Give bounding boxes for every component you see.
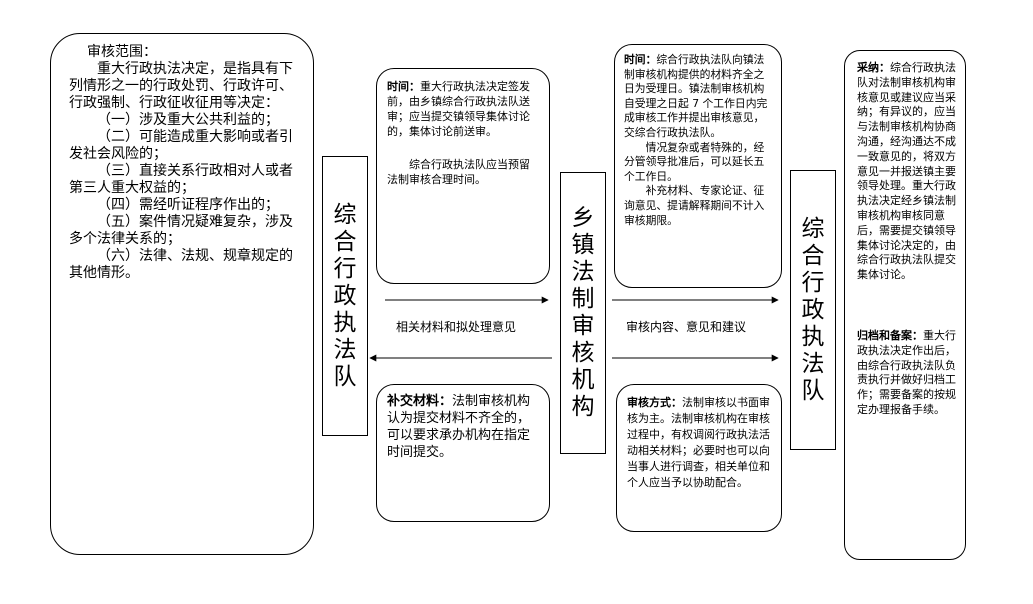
scope-heading: 审核范围： (87, 44, 157, 60)
scope-item: （二）可能造成重大影响或者引发社会风险的； (69, 129, 293, 162)
scope-item: （六）法律、法规、规章规定的其他情形。 (69, 248, 293, 281)
legal-review-column: 乡镇法制审核机构 (560, 172, 606, 454)
scope-item: （五）案件情况疑难复杂，涉及多个法律关系的； (69, 214, 293, 247)
column-title: 乡镇法制审核机构 (571, 205, 595, 420)
review-label: 审核方式： (627, 396, 682, 409)
forward-label-right: 审核内容、意见和建议 (626, 320, 747, 334)
supplement-label: 补交材料： (387, 394, 453, 409)
archive-text: 重大行政执法决定作出后，由综合行政执法队负责执行并做好归档工作；需要备案的按规定… (857, 328, 956, 416)
scope-item: （一）涉及重大公共利益的； (97, 112, 279, 128)
adopt-archive-panel: 采纳：综合行政执法队对法制审核机构审核意见或建议应当采纳；有异议的，应当与法制审… (844, 50, 966, 560)
enforcement-team-column-right: 综合行政执法队 (790, 170, 836, 450)
review-scope-panel: 审核范围： 重大行政执法决定，是指具有下列情形之一的行政处罚、行政许可、行政强制… (50, 33, 314, 555)
review-method-box: 审核方式：法制审核以书面审核为主。法制审核机构在审核过程中，有权调阅行政执法活动… (616, 384, 782, 532)
column-title: 综合行政执法队 (801, 215, 825, 404)
scope-item: （三）直接关系行政相对人或者第三人重大权益的； (69, 163, 293, 196)
supplement-box: 补交材料：法制审核机构认为提交材料不齐全的，可以要求承办机构在指定时间提交。 (376, 384, 550, 522)
supplement-text: 法制审核机构认为提交材料不齐全的，可以要求承办机构在指定时间提交。 (387, 394, 531, 460)
column-title: 综合行政执法队 (333, 201, 357, 390)
enforcement-team-column-left: 综合行政执法队 (322, 156, 368, 436)
time-text: 综合行政执法队向镇法制审核机构提供的材料齐全之日为受理日。镇法制审核机构自受理之… (624, 53, 768, 139)
time-box-review: 时间：综合行政执法队向镇法制审核机构提供的材料齐全之日为受理日。镇法制审核机构自… (614, 44, 782, 288)
time-box-submission: 时间：重大行政执法决定签发前，由乡镇综合行政执法队送审；应当提交镇领导集体讨论的… (376, 68, 550, 284)
time-extension: 情况复杂或者特殊的，经分管领导批准后，可以延长五个工作日。 (624, 140, 765, 183)
time-exclusion: 补充材料、专家论证、征询意见、提请解释期间不计入审核期限。 (624, 184, 765, 227)
time-label: 时间： (387, 80, 420, 93)
adopt-text: 综合行政执法队对法制审核机构审核意见或建议应当采纳；有异议的，应当与法制审核机构… (857, 61, 956, 282)
time-label: 时间： (624, 53, 657, 66)
adopt-label: 采纳： (857, 61, 890, 74)
review-text: 法制审核以书面审核为主。法制审核机构在审核过程中，有权调阅行政执法活动相关材料；… (627, 396, 770, 489)
time-text: 重大行政执法决定签发前，由乡镇综合行政执法队送审；应当提交镇领导集体讨论的，集体… (387, 80, 530, 138)
archive-label: 归档和备案： (857, 328, 923, 342)
forward-label-left: 相关材料和拟处理意见 (396, 320, 517, 334)
scope-intro: 重大行政执法决定，是指具有下列情形之一的行政处罚、行政许可、行政强制、行政征收征… (69, 61, 293, 111)
scope-item: （四）需经听证程序作出的； (97, 197, 279, 213)
time-note: 综合行政执法队应当预留法制审核合理时间。 (387, 158, 530, 186)
